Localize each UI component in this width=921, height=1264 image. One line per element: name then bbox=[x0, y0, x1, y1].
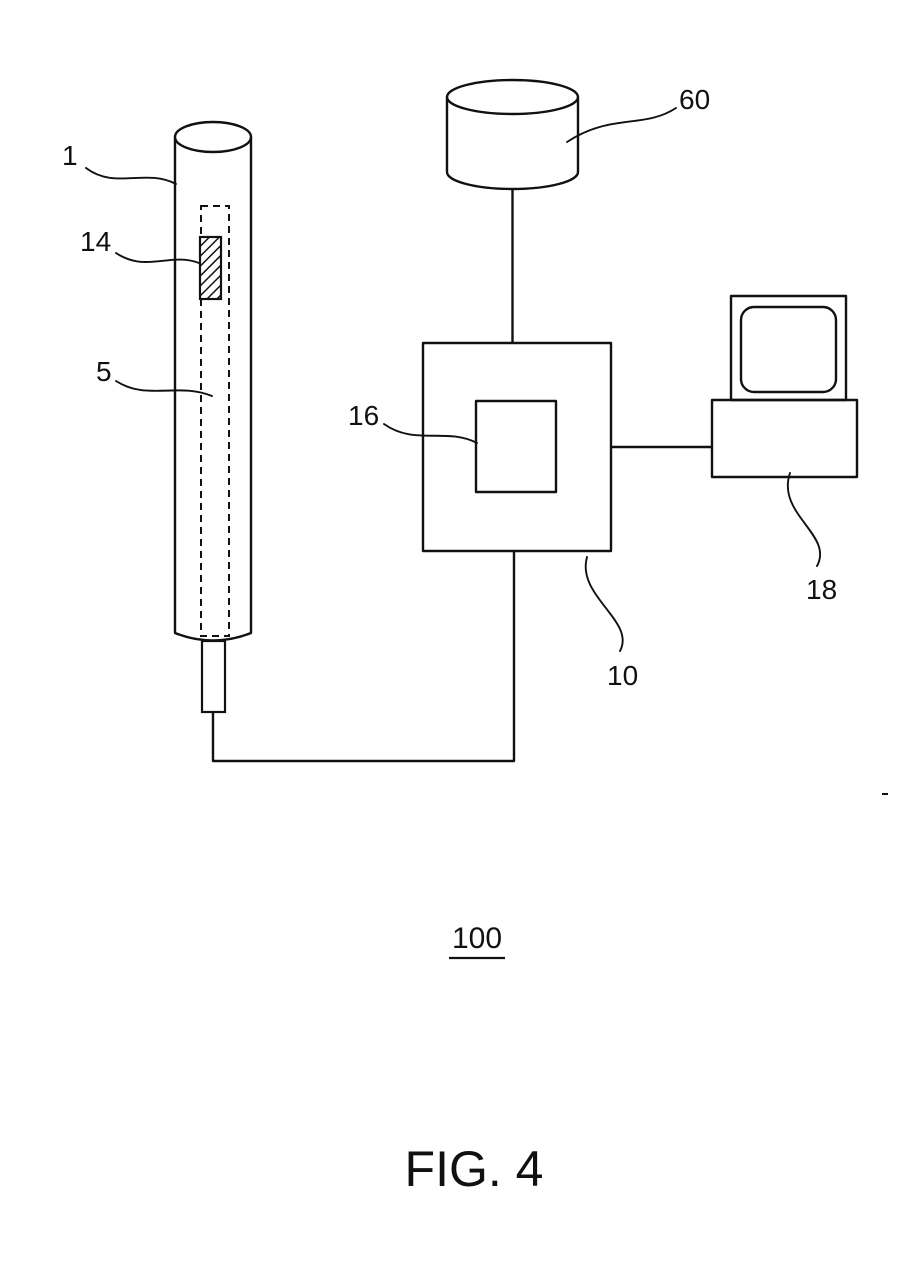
leader-line-storage bbox=[566, 107, 677, 143]
monitor-screen bbox=[739, 305, 838, 394]
leader-line-inner-module bbox=[383, 423, 478, 444]
storage-cylinder-top bbox=[445, 78, 580, 116]
workstation-base bbox=[710, 398, 859, 479]
label-probe: 1 bbox=[62, 140, 78, 171]
monitor-frame bbox=[729, 294, 848, 402]
probe-top-ellipse bbox=[173, 120, 253, 154]
label-storage: 60 bbox=[679, 84, 710, 115]
figure-number: 100 bbox=[452, 922, 502, 955]
processor-inner-box bbox=[474, 399, 558, 494]
figure-caption: FIG. 4 bbox=[405, 1141, 544, 1197]
label-workstation: 18 bbox=[806, 574, 837, 605]
marker-hatched-block bbox=[198, 235, 223, 301]
storage-group bbox=[445, 78, 580, 343]
leader-line-workstation bbox=[786, 472, 821, 567]
label-processor: 10 bbox=[607, 660, 638, 691]
processor-box bbox=[421, 341, 613, 553]
probe-group bbox=[173, 120, 253, 714]
workstation-group bbox=[710, 294, 859, 479]
probe-cable-line bbox=[211, 552, 516, 763]
label-marker: 14 bbox=[80, 226, 111, 257]
leader-line-marker bbox=[115, 252, 200, 264]
leader-line-probe bbox=[85, 167, 177, 185]
probe-tip-connector bbox=[200, 639, 227, 714]
label-inner-module: 16 bbox=[348, 400, 379, 431]
storage-cylinder-body bbox=[445, 97, 580, 191]
probe-inner-dashed-region bbox=[200, 205, 230, 637]
leader-line-probe-shaft bbox=[115, 380, 213, 397]
label-probe-shaft: 5 bbox=[96, 356, 112, 387]
probe-body bbox=[173, 137, 253, 642]
leader-line-processor bbox=[584, 556, 624, 652]
